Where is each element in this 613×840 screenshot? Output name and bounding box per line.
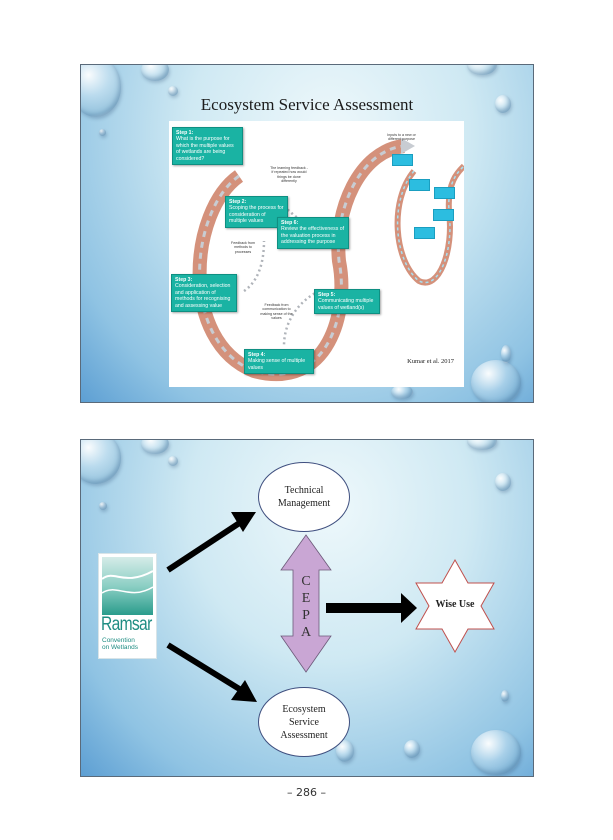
water-drop-decoration [336, 740, 354, 762]
step-1-box: Step 1:What is the purpose for which the… [172, 127, 243, 166]
slide-ecosystem-service-assessment: Ecosystem Service Assessment Step 1:What… [80, 64, 534, 403]
arrowhead-wise-use [401, 593, 417, 623]
assessment-cycle-diagram: Step 1:What is the purpose for which the… [169, 121, 464, 387]
water-drop-decoration [391, 385, 413, 399]
inputs-note: Inputs to a new or different purpose [387, 133, 416, 142]
water-drop-decoration [404, 740, 420, 758]
water-drop-decoration [471, 730, 521, 775]
arrow-to-ecosystem [166, 642, 243, 693]
water-drop-decoration [141, 440, 169, 454]
wise-use-star [415, 558, 495, 654]
arrowhead-technical [231, 512, 256, 532]
step-4-box: Step 4:Making sense of multiple values [244, 349, 314, 375]
mini-box [414, 227, 435, 239]
cycle-arrowhead [401, 138, 415, 154]
water-drop-decoration [495, 95, 511, 113]
step-3-box: Step 3:Consideration, selection and appl… [171, 274, 237, 313]
mini-box [434, 187, 455, 199]
mini-box [392, 154, 413, 166]
cepa-double-arrow [280, 534, 332, 673]
ramsar-name: Ramsar [101, 614, 152, 635]
arrow-to-wise-use-shaft [326, 603, 404, 613]
ramsar-logo: Ramsar Convention on Wetlands [98, 553, 157, 659]
feedback-methods-note: Feedback from methods to processes [231, 241, 255, 254]
slide-ramsar-framework: Ramsar Convention on Wetlands C E P A Wi… [80, 439, 534, 777]
arrowhead-ecosystem [231, 680, 257, 702]
mini-box [433, 209, 454, 221]
water-drop-decoration [471, 360, 521, 402]
feedback-communication-note: Feedback from communication to making se… [260, 303, 293, 321]
learning-feedback-note: The learning feedback - if repeated how … [270, 166, 308, 184]
water-drop-decoration [501, 690, 509, 702]
water-drop-decoration [99, 129, 106, 136]
arrows-layer [166, 512, 495, 702]
water-drop-decoration [168, 456, 178, 466]
water-drop-decoration [501, 345, 511, 363]
wave-graphic [102, 557, 153, 615]
wise-use-label: Wise Use [435, 599, 475, 610]
cycle-graphic [192, 138, 464, 381]
step-5-box: Step 5:Communicating multiple values of … [314, 289, 380, 315]
cycle-loop-dashes [198, 144, 405, 376]
ramsar-subtitle: Convention on Wetlands [102, 637, 139, 651]
mini-cycle [394, 163, 464, 286]
slide-title: Ecosystem Service Assessment [200, 95, 414, 114]
page-number: – 286 – [287, 786, 326, 799]
cepa-letters: C E P A [300, 574, 312, 640]
water-drop-decoration [141, 65, 169, 81]
mini-cycle-dashes [396, 165, 464, 284]
water-drop-decoration [467, 440, 497, 450]
citation: Kumar et al. 2017 [407, 358, 454, 365]
feedback-dotted-2 [243, 240, 266, 293]
mini-box [409, 179, 430, 191]
water-drop-decoration [467, 65, 497, 75]
water-drop-decoration [99, 502, 107, 510]
water-drop-decoration [168, 86, 178, 96]
arrow-to-technical [166, 519, 243, 573]
feedback-dotted-3 [282, 289, 320, 347]
water-drop-decoration [495, 473, 511, 491]
step-6-box: Step 6:Review the effectiveness of the v… [277, 217, 349, 249]
